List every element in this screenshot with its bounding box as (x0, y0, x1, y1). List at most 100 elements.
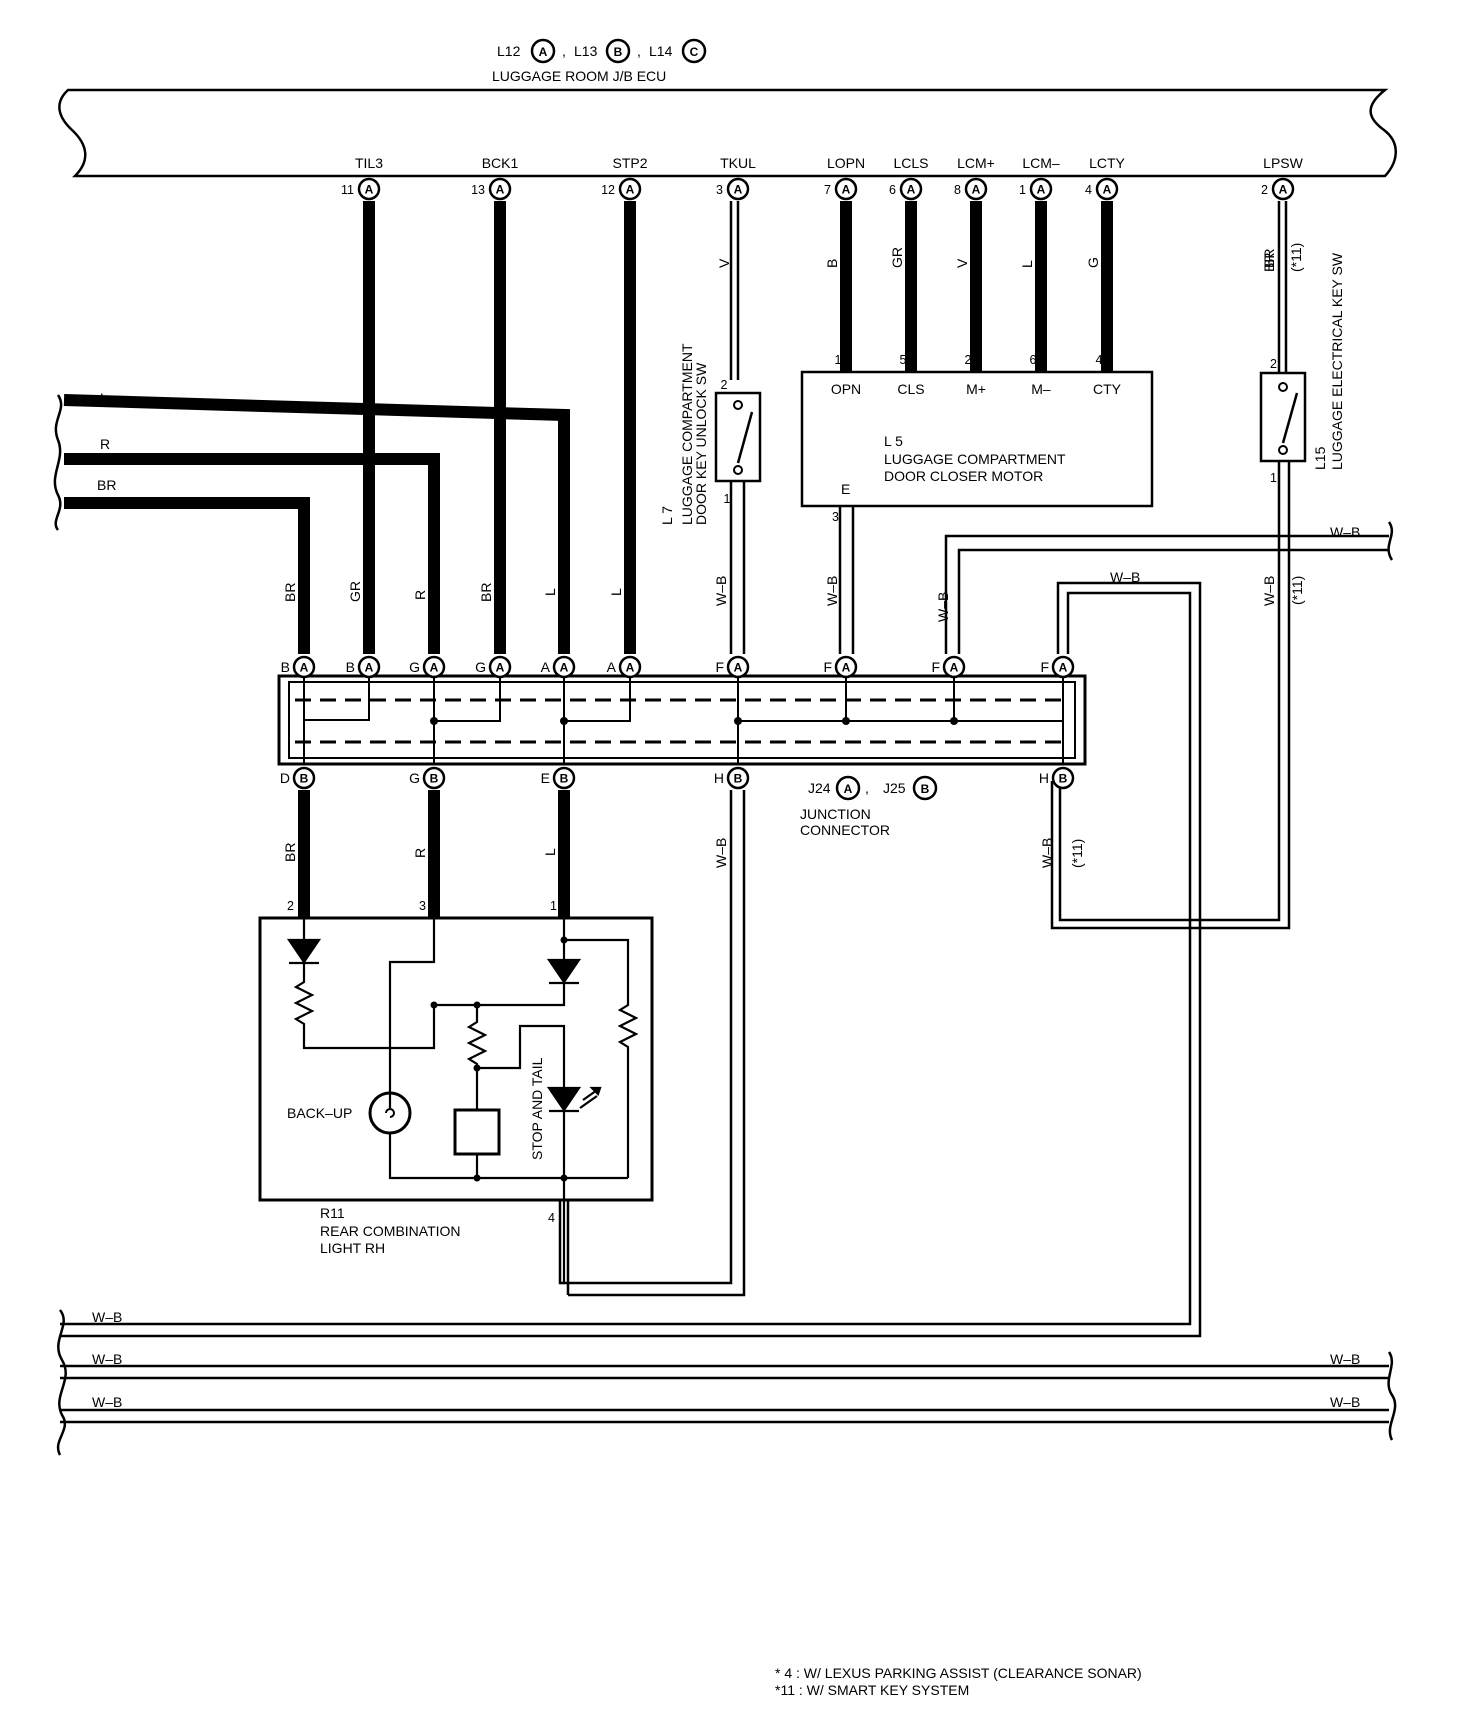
junction-name: J24 A , J25 B JUNCTION CONNECTOR (800, 775, 938, 838)
l15-wire-top: BR (1261, 253, 1277, 272)
ecu-terminal-3-wire: V (716, 258, 732, 268)
ecu-terminal-2-name: STP2 (612, 155, 647, 171)
ecu-connector-letter-1: A (539, 45, 548, 59)
r11-backup-label: BACK–UP (287, 1105, 352, 1121)
ecu-body (58, 88, 1397, 178)
l15-wire-label: W–B (1261, 576, 1277, 606)
junction-top-3-conn-letter: A (496, 661, 505, 675)
jt-wire-6: L (608, 588, 624, 596)
ecu-terminal-5-name: LCLS (893, 155, 928, 171)
ecu-terminal-3-name: TKUL (720, 155, 756, 171)
l7-pin-bottom: 1 (724, 492, 731, 506)
ground-label-2: W–B (92, 1351, 122, 1367)
junction-bottom-3-conn-circle (726, 766, 750, 790)
r11-id: R11 (320, 1205, 345, 1221)
ecu-terminal-6-pin: 8 (954, 183, 961, 197)
ecu-terminal-8-conn-circle (1095, 177, 1119, 201)
ecu-terminal-7-wire: L (1019, 260, 1035, 268)
ecu-terminal-7-name: LCM– (1022, 155, 1060, 171)
junction-top-1-conn-circle (357, 655, 381, 679)
junction-bottom-2-conn-letter: B (560, 772, 569, 786)
l5-pin-0-num: 1 (835, 353, 842, 367)
junction-top-5-conn-letter: A (626, 661, 635, 675)
junction-top-4-conn-letter: A (560, 661, 569, 675)
footnote-11-mark: *11 (775, 1682, 795, 1698)
ground-label-3: W–B (92, 1394, 122, 1410)
svg-text:,: , (865, 780, 869, 796)
l5-pin-4-num: 4 (1096, 353, 1103, 367)
svg-text:,: , (637, 43, 641, 59)
jt-wire-5: L (542, 588, 558, 596)
l5-pin-3-num: 6 (1030, 353, 1037, 367)
ecu-terminal-9-wire: BR (1261, 249, 1277, 268)
ecu-terminal-6-conn-letter: A (972, 183, 981, 197)
ecu-terminal-5-wire: GR (889, 247, 905, 268)
junction-top-3-conn-circle (488, 655, 512, 679)
junction-f3-wire: W–B (935, 592, 951, 622)
junction-top-9-conn-letter: A (1059, 661, 1068, 675)
junction-top-4-pinletter: A (541, 659, 551, 675)
ecu-terminal-9-pin: 2 (1261, 183, 1268, 197)
l5-name-line1: LUGGAGE COMPARTMENT (884, 451, 1066, 467)
ecu-terminal-9-conn-circle (1271, 177, 1295, 201)
ecu-terminal-8-pin: 4 (1085, 183, 1092, 197)
l5-pin-4-label: CTY (1093, 381, 1122, 397)
r11-pin-3: 1 (550, 899, 557, 913)
footnote-4: * 4 : W/ LEXUS PARKING ASSIST (CLEARANCE… (775, 1665, 1142, 1682)
l5-pin-1-label: CLS (897, 381, 924, 397)
junction-top-7-conn-letter: A (842, 661, 851, 675)
junction-top-9-conn-circle (1051, 655, 1075, 679)
l7-name-line1: LUGGAGE COMPARTMENT (679, 343, 695, 525)
junction-top-6-conn-letter: A (734, 661, 743, 675)
footnotes: * 4 : W/ LEXUS PARKING ASSIST (CLEARANCE… (775, 1665, 1142, 1699)
l5-ground-pin: 3 (832, 510, 839, 524)
l15-note: (*11) (1289, 576, 1305, 605)
ecu-terminal-4-name: LOPN (827, 155, 865, 171)
junction-top-6-pinletter: F (715, 659, 724, 675)
junction-top-0-pinletter: B (281, 659, 290, 675)
jb-note: (*11) (1069, 839, 1085, 868)
ecu-terminal-0-conn-letter: A (365, 183, 374, 197)
left-wire-br: BR (97, 477, 116, 493)
junction-connector-1: J24 (808, 780, 831, 796)
junction-top-0-conn-circle (292, 655, 316, 679)
ecu-terminal-3-conn-circle (726, 177, 750, 201)
l15-pin-bottom: 1 (1270, 471, 1277, 485)
l5-ground-label: E (841, 481, 850, 497)
l7-wire-label: W–B (713, 576, 729, 606)
junction-top-7-conn-circle (834, 655, 858, 679)
left-harness: L R BR (53, 390, 570, 654)
ecu-terminal-5-pin: 6 (889, 183, 896, 197)
l15-switch: 2 1 L15 LUGGAGE ELECTRICAL KEY SW BR (*1… (1050, 243, 1345, 930)
footnote-4-text: : W/ LEXUS PARKING ASSIST (CLEARANCE SON… (792, 1665, 1142, 1681)
l7-switch: 2 1 L 7 LUGGAGE COMPARTMENT DOOR KEY UNL… (659, 343, 762, 654)
junction-bottom-4-conn-letter: B (1059, 772, 1068, 786)
junction-letter-1: A (844, 782, 853, 796)
l15-pin-top: 2 (1270, 357, 1277, 371)
ecu-terminal-9-name: LPSW (1263, 155, 1303, 171)
loop-wb-label: W–B (1110, 569, 1140, 585)
junction-bottom-1-pinletter: G (409, 770, 420, 786)
r11-pin-2: 3 (419, 899, 426, 913)
l7-pin-top: 2 (721, 378, 728, 392)
junction-top-3-pinletter: G (475, 659, 486, 675)
junction-top-4-conn-circle (552, 655, 576, 679)
r11-pin-1: 2 (287, 899, 294, 913)
ecu-wires (363, 201, 1288, 654)
junction-top-2-conn-letter: A (430, 661, 439, 675)
ecu-terminal-0-conn-circle (357, 177, 381, 201)
l5-pin-2-num: 2 (965, 353, 972, 367)
ecu-terminal-7-conn-circle (1029, 177, 1053, 201)
ecu-connector-letter-2: B (614, 45, 623, 59)
jb-wire-4: W–B (713, 838, 729, 868)
jb-wire-2: R (412, 848, 428, 858)
left-wire-l: L (100, 390, 108, 406)
ecu-terminal-0-name: TIL3 (355, 155, 383, 171)
ecu-terminal-5-conn-letter: A (907, 183, 916, 197)
junction-top-8-conn-letter: A (950, 661, 959, 675)
l7-name-line2: DOOR KEY UNLOCK SW (693, 362, 709, 525)
junction-connector (277, 674, 1087, 766)
